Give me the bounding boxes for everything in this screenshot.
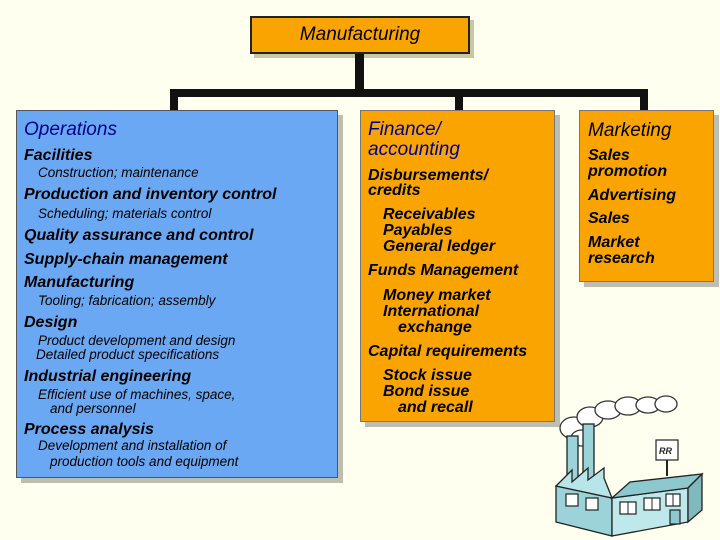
ops-item-design: Design [24,314,78,331]
manufacturing-box: Manufacturing [250,16,470,54]
fin-sub-money-market: Money market [383,287,491,304]
mkt-item-promotion: promotion [588,163,668,180]
fin-item-capital: Capital requirements [368,343,528,360]
fin-sub-international: International [383,303,480,320]
operations-title: Operations [24,119,117,140]
ops-sub-personnel: and personnel [50,401,136,416]
marketing-title: Marketing [588,120,672,141]
fin-item-credits: credits [368,182,421,199]
marketing-box: Marketing Sales promotion Advertising Sa… [579,110,714,282]
operations-box: Operations Facilities Construction; main… [16,110,338,478]
fin-sub-payables: Payables [383,222,453,239]
manufacturing-label: Manufacturing [299,24,421,45]
ops-item-supply-chain: Supply-chain management [24,251,228,268]
connector-horizontal [170,89,648,97]
fin-sub-exchange: exchange [398,319,472,336]
ops-item-manufacturing: Manufacturing [24,274,135,291]
ops-sub-production-tools: production tools and equipment [50,454,239,469]
fin-sub-stock-issue: Stock issue [383,367,472,384]
fin-sub-receivables: Receivables [383,206,476,223]
ops-item-production: Production and inventory control [24,186,277,203]
fin-sub-general-ledger: General ledger [383,238,496,255]
ops-item-quality: Quality assurance and control [24,227,254,244]
finance-title-line2: accounting [368,139,460,160]
connector-marketing [640,89,648,111]
factory-sign-text: RR [659,446,672,456]
mkt-item-advertising: Advertising [588,187,677,204]
ops-item-industrial-eng: Industrial engineering [24,368,192,385]
ops-sub-tooling: Tooling; fabrication; assembly [38,293,216,308]
connector-ops [170,89,178,111]
ops-sub-development: Development and installation of [38,438,227,453]
finance-box: Finance/ accounting Disbursements/ credi… [360,110,555,422]
mkt-item-sales: Sales [588,147,630,164]
fin-item-funds: Funds Management [368,262,519,279]
connector-finance [455,89,463,111]
ops-sub-construction: Construction; maintenance [38,165,199,180]
ops-sub-efficient-use: Efficient use of machines, space, [38,387,236,402]
connector-vertical-root [355,54,364,94]
ops-item-process-analysis: Process analysis [24,421,154,438]
factory-icon: RR [554,395,704,537]
mkt-item-research: research [588,250,655,267]
fin-item-disbursements: Disbursements/ [368,167,489,184]
ops-sub-product-dev: Product development and design [38,333,236,348]
ops-sub-detailed-spec: Detailed product specifications [36,347,220,362]
finance-title-line1: Finance/ [368,119,441,140]
fin-sub-recall: and recall [398,399,473,416]
mkt-item-sales-2: Sales [588,210,630,227]
ops-sub-scheduling: Scheduling; materials control [38,206,212,221]
ops-item-facilities: Facilities [24,147,93,164]
fin-sub-bond-issue: Bond issue [383,383,470,400]
mkt-item-market: Market [588,234,640,251]
